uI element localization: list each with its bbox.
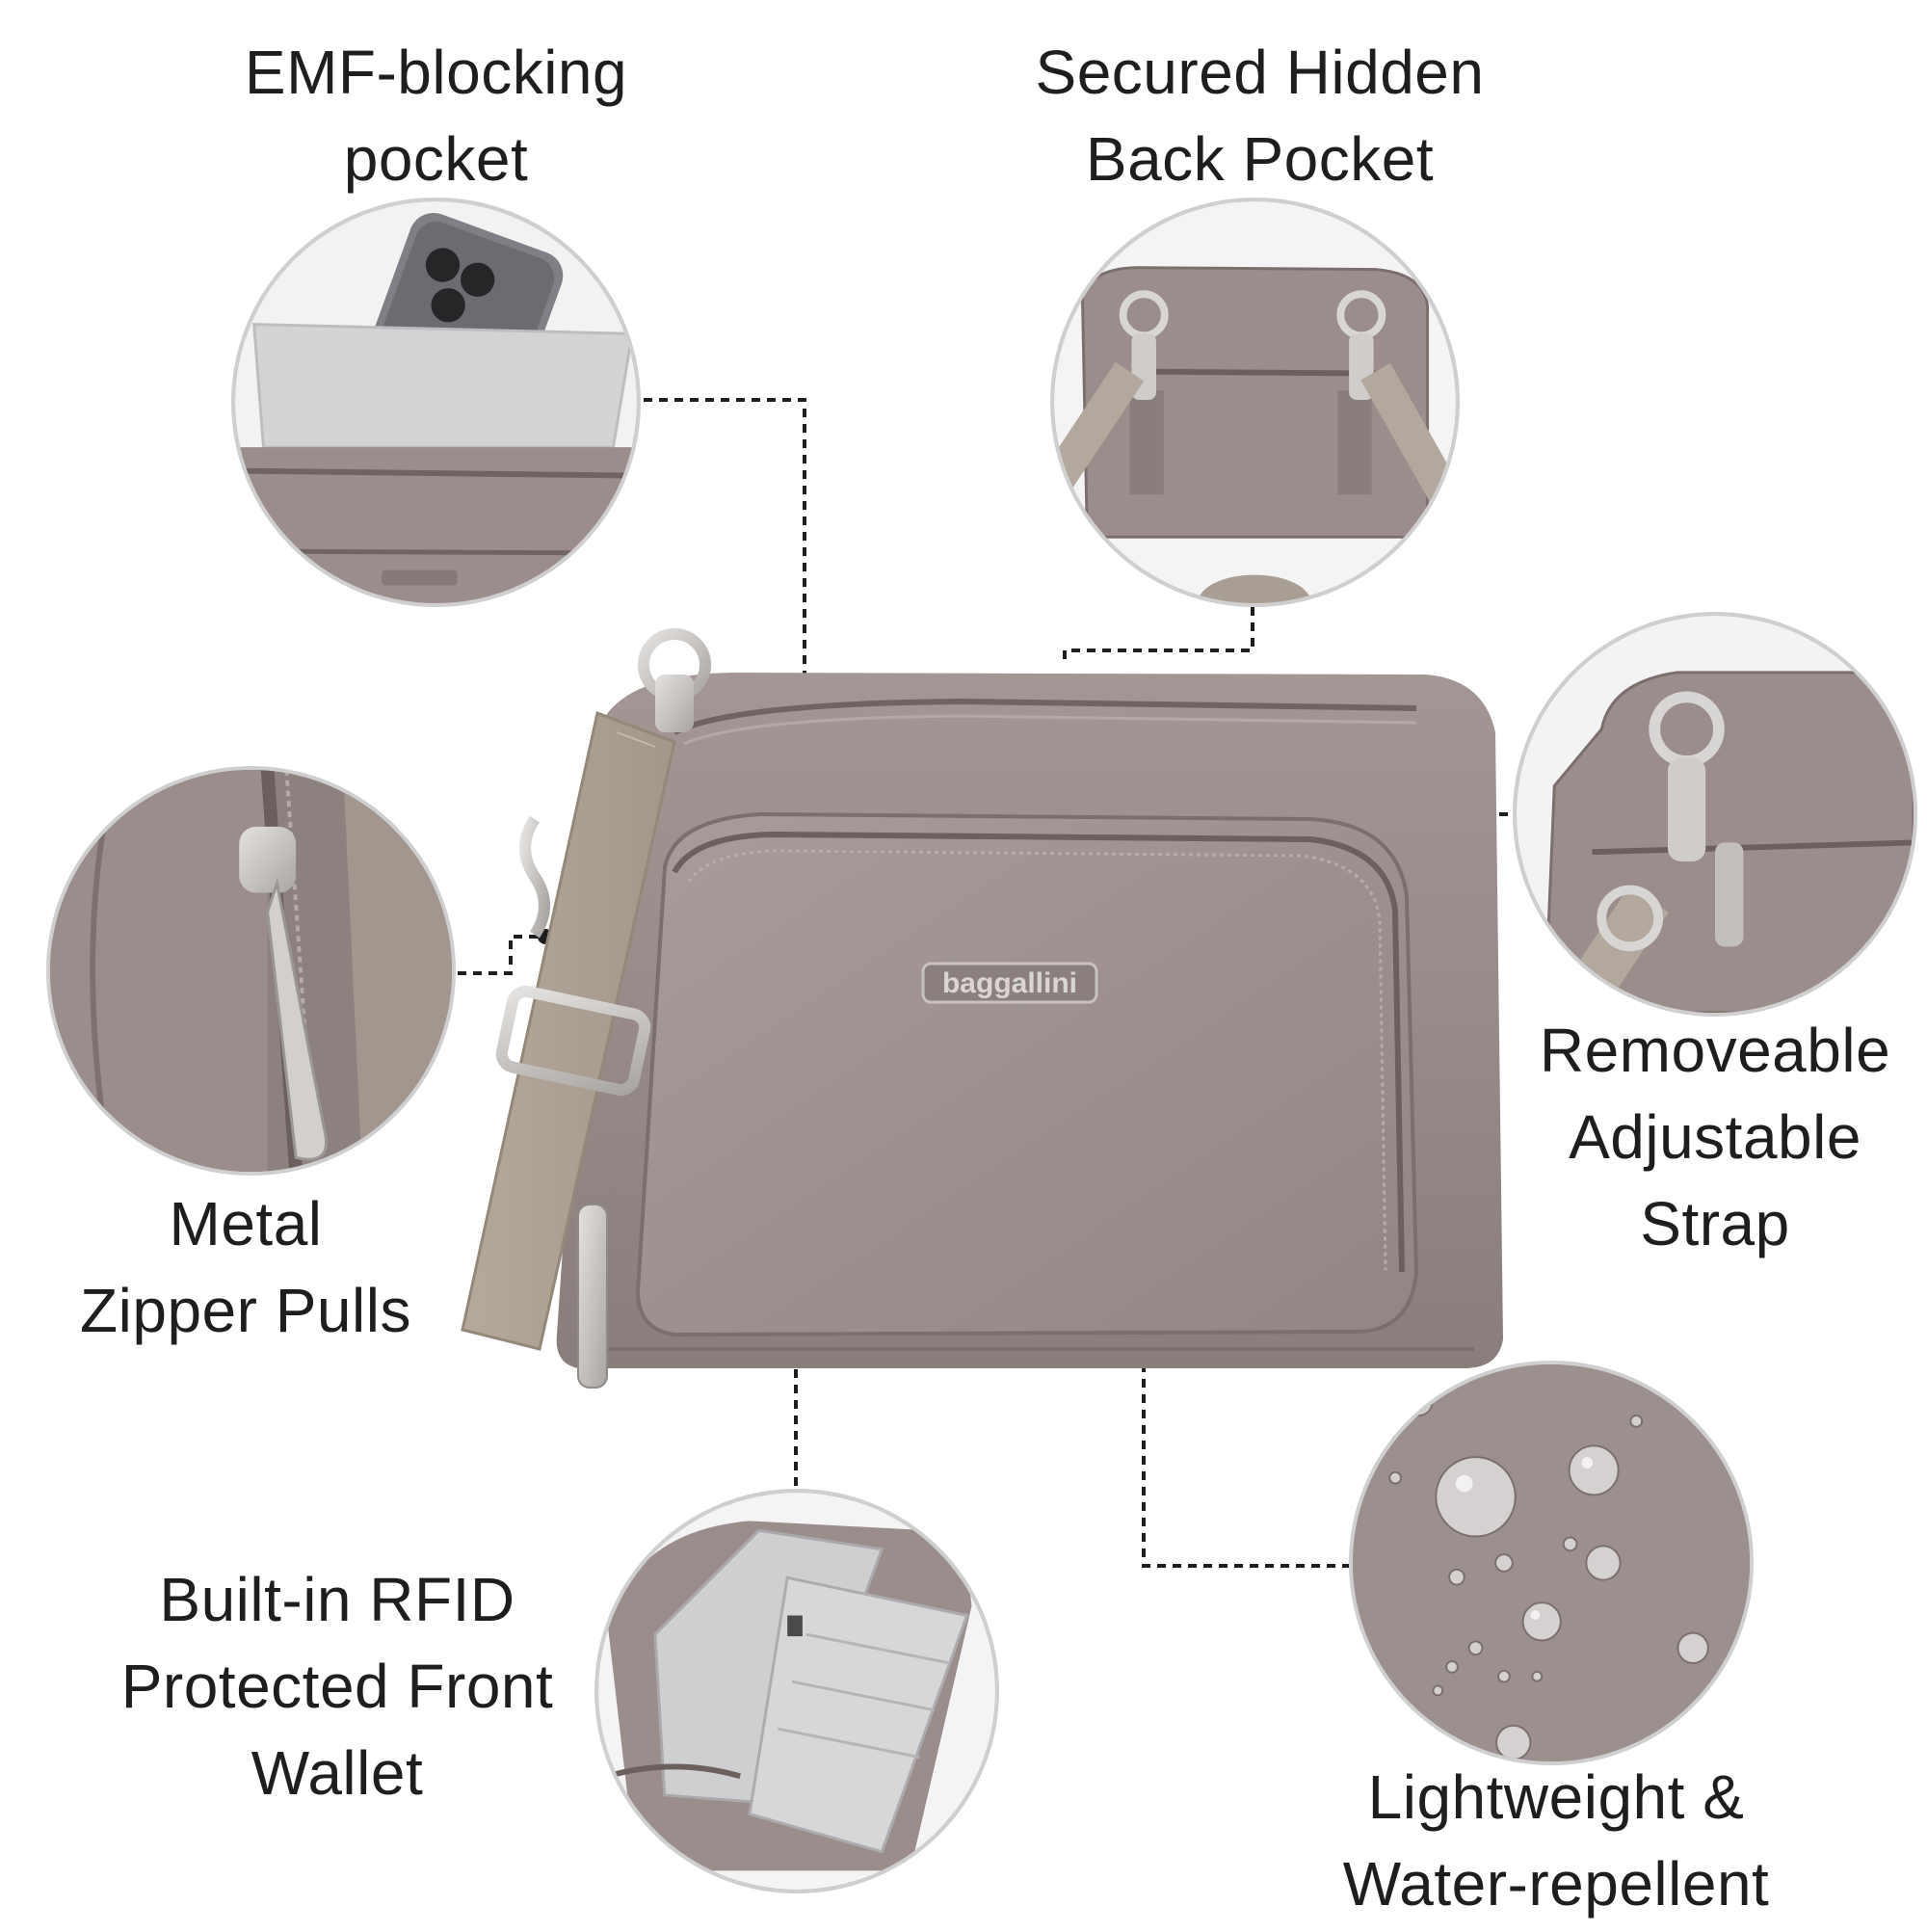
label-metal-zipper-pulls: Metal Zipper Pulls [80,1189,411,1345]
zipper-pull-detail-image [46,766,456,1176]
back-pocket-detail-image [1050,198,1460,607]
emf-pocket-detail-image [231,198,641,607]
strap-detail-image [1513,612,1917,1017]
label-lightweight-water-repellent: Lightweight & Water-repellent [1342,1762,1770,1919]
rfid-wallet-detail-image [594,1489,999,1893]
water-repellent-detail-image [1349,1361,1754,1765]
label-emf-blocking-pocket: EMF-blocking pocket [244,38,628,194]
label-built-in-rfid-wallet: Built-in RFID Protected Front Wallet [120,1565,554,1808]
label-secured-hidden-back-pocket: Secured Hidden Back Pocket [1035,38,1485,194]
brand-logo: baggallini [942,967,1077,999]
label-removeable-adjustable-strap: Removeable Adjustable Strap [1539,1016,1891,1258]
